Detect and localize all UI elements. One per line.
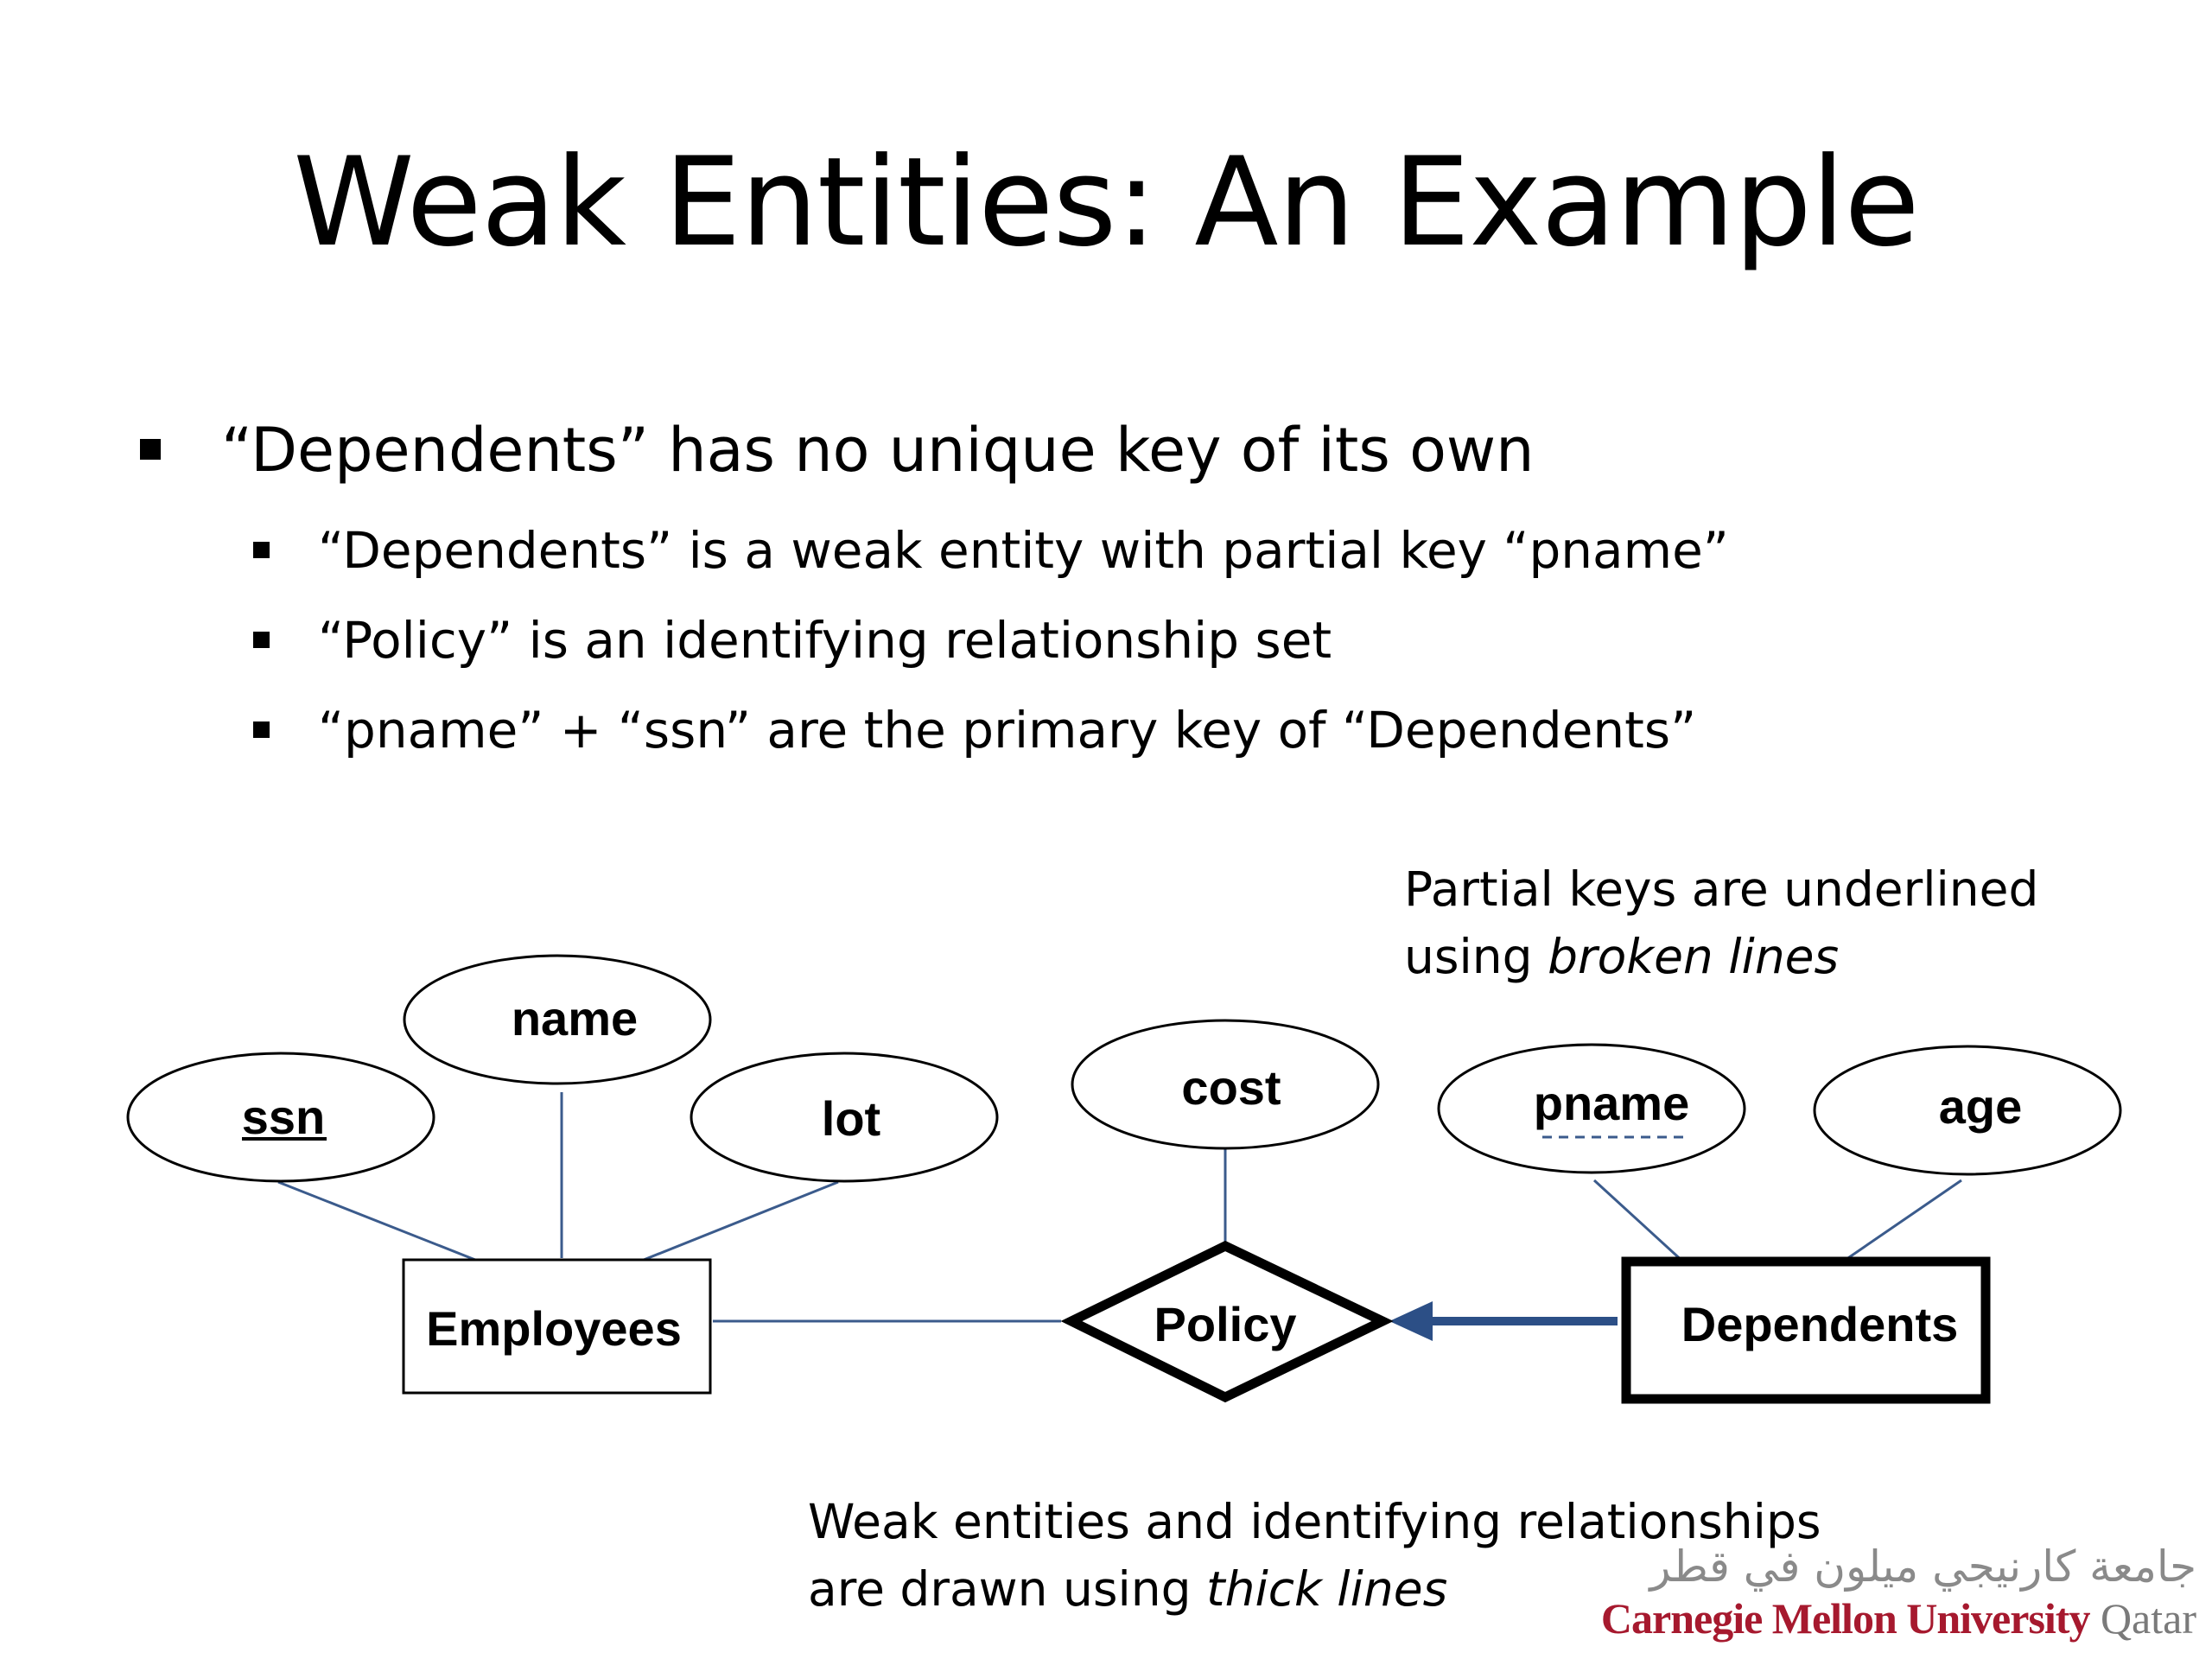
bullet-main-text: “Dependents” has no unique key of its ow… — [221, 415, 1535, 486]
weak-entity-dependents-label: Dependents — [1681, 1297, 1959, 1351]
attribute-cost-label: cost — [1181, 1060, 1281, 1115]
logo-arabic-text: جامعة كارنيجي ميلون في قطر — [1649, 1541, 2196, 1592]
attribute-cost — [1071, 1019, 1380, 1150]
logo-campus-name: Qatar — [2100, 1594, 2196, 1643]
pname-connector — [1592, 1179, 1687, 1265]
weak-entities-note: Weak entities and identifying relationsh… — [808, 1488, 1821, 1623]
bullet-square-icon — [253, 632, 270, 648]
lot-connector — [643, 1180, 839, 1262]
cmu-qatar-logo: جامعة كارنيجي ميلون في قطر Carnegie Mell… — [1600, 1540, 2196, 1643]
bullet-sub-3: “pname” + “ssn” are the primary key of “… — [253, 700, 1697, 760]
bullet-square-icon — [253, 542, 270, 558]
attribute-ssn-label: ssn — [242, 1090, 326, 1144]
bullet-sub-text: “pname” + “ssn” are the primary key of “… — [318, 701, 1697, 760]
bullet-list: “Dependents” has no unique key of its ow… — [0, 0, 2212, 778]
bullet-sub-text: “Policy” is an identifying relationship … — [318, 611, 1332, 670]
arrow-head-icon — [1389, 1301, 1433, 1341]
relationship-policy — [1060, 1240, 1394, 1403]
slide-title: Weak Entities: An Example — [293, 131, 1919, 274]
weak-entities-note-line1: Weak entities and identifying relationsh… — [808, 1494, 1821, 1549]
ssn-connector — [277, 1180, 476, 1262]
weak-entities-note-line2: are drawn using thick lines — [808, 1555, 1821, 1623]
connectors — [277, 1092, 1962, 1323]
note-text: using — [1404, 929, 1548, 984]
attribute-ssn — [126, 1052, 435, 1183]
bullet-square-icon — [253, 721, 270, 738]
attribute-pname — [1437, 1043, 1746, 1174]
bullet-sub-text: “Dependents” is a weak entity with parti… — [318, 521, 1729, 580]
weak-entity-dependents — [1621, 1256, 1991, 1404]
relationship-policy-label: Policy — [1154, 1297, 1297, 1351]
attribute-lot-label: lot — [822, 1091, 880, 1146]
logo-university-name: Carnegie Mellon University — [1600, 1594, 2091, 1643]
partial-keys-note-line2: using broken lines — [1404, 923, 2038, 990]
attribute-age — [1813, 1045, 2122, 1176]
attribute-name — [403, 954, 712, 1085]
attribute-lot — [690, 1052, 999, 1183]
logo-english-text: Carnegie Mellon University Qatar — [1600, 1593, 2196, 1643]
partial-keys-note: Partial keys are underlined using broken… — [1404, 855, 2038, 990]
bullet-sub-1: “Dependents” is a weak entity with parti… — [253, 520, 1729, 581]
entity-employees — [402, 1258, 712, 1395]
bullet-square-icon — [140, 439, 161, 460]
note-emphasis: broken lines — [1548, 929, 1840, 984]
bullet-sub-2: “Policy” is an identifying relationship … — [253, 610, 1332, 671]
age-connector — [1840, 1179, 1962, 1265]
bullet-main: “Dependents” has no unique key of its ow… — [140, 413, 1535, 487]
note-emphasis: thick lines — [1206, 1561, 1448, 1617]
partial-keys-note-line1: Partial keys are underlined — [1404, 861, 2039, 917]
entity-employees-label: Employees — [426, 1301, 682, 1356]
note-text: are drawn using — [808, 1561, 1207, 1617]
attribute-name-label: name — [512, 991, 638, 1046]
attribute-age-label: age — [1939, 1079, 2023, 1134]
attribute-pname-label: pname — [1534, 1076, 1690, 1130]
